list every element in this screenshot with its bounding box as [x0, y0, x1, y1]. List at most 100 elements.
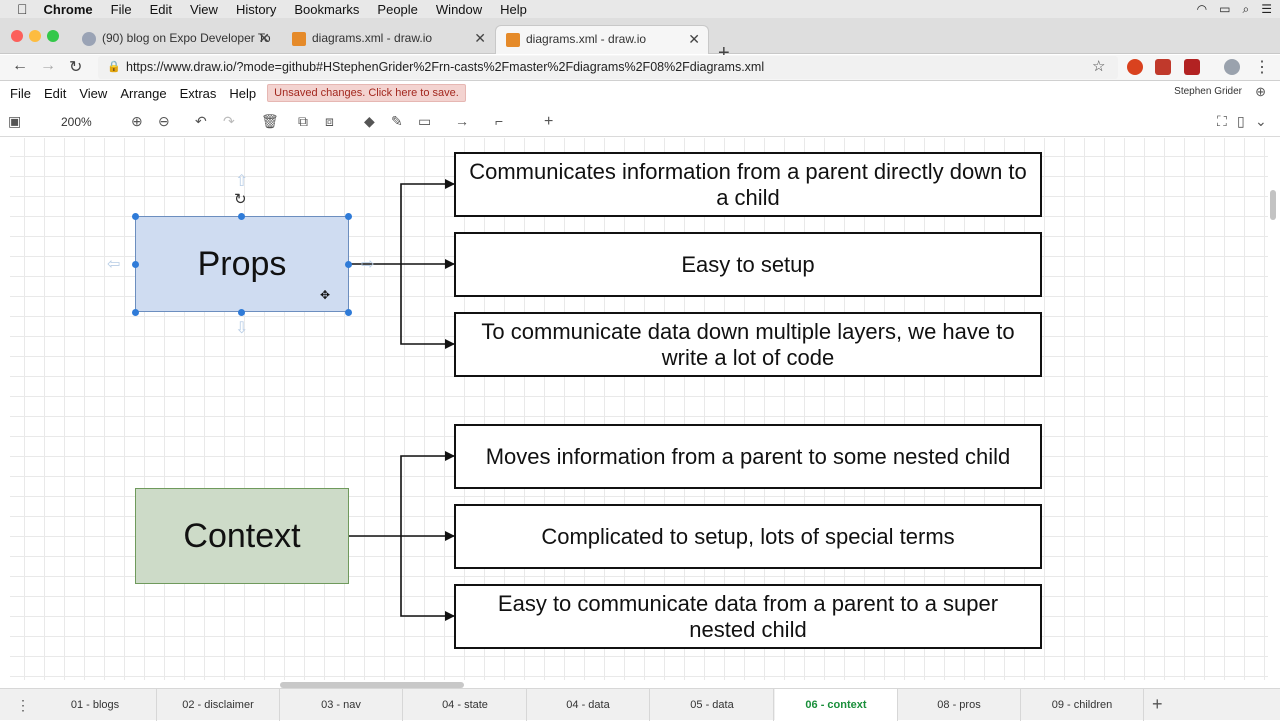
page-tab-03-nav[interactable]: 03 - nav — [280, 689, 403, 721]
language-globe-icon[interactable]: ⊕ — [1255, 84, 1266, 99]
page-tab-04-state[interactable]: 04 - state — [404, 689, 527, 721]
list-icon[interactable]: ☰ — [1261, 2, 1272, 16]
page-tab-06-context[interactable]: 06 - context — [775, 689, 898, 721]
apple-icon[interactable]:  — [17, 1, 28, 17]
to-back-icon[interactable]: ⧈ — [325, 113, 334, 129]
page-tab-09-children[interactable]: 09 - children — [1021, 689, 1144, 721]
extension-icon[interactable] — [1155, 59, 1171, 75]
os-app-name[interactable]: Chrome — [33, 1, 93, 17]
extension-icon[interactable] — [1127, 59, 1143, 75]
props-box-1[interactable]: Communicates information from a parent d… — [454, 152, 1042, 217]
redo-icon[interactable]: ↷ — [223, 113, 235, 129]
browser-tab-drawio-2[interactable]: diagrams.xml - draw.io ✕ — [495, 25, 709, 54]
browser-tab-drawio-1[interactable]: diagrams.xml - draw.io ✕ — [282, 25, 494, 54]
page-tab-02-disclaimer[interactable]: 02 - disclaimer — [157, 689, 280, 721]
os-menu-window[interactable]: Window — [425, 1, 482, 17]
extension-icon[interactable] — [1184, 59, 1200, 75]
menu-help[interactable]: Help — [229, 85, 257, 101]
back-icon[interactable]: ← — [12, 57, 28, 74]
resize-handle[interactable] — [345, 309, 352, 316]
zoom-out-icon[interactable]: ⊖ — [158, 113, 170, 129]
unsaved-changes-notice[interactable]: Unsaved changes. Click here to save. — [267, 84, 466, 102]
os-menu-file[interactable]: File — [100, 1, 132, 17]
resize-handle[interactable] — [132, 309, 139, 316]
resize-handle[interactable] — [238, 309, 245, 316]
os-menu-view[interactable]: View — [179, 1, 218, 17]
line-color-icon[interactable]: ✎ — [391, 113, 403, 129]
resize-handle[interactable] — [345, 213, 352, 220]
pages-menu-icon[interactable]: ⋮ — [16, 697, 30, 713]
connect-arrow-down-icon[interactable]: ⇩ — [235, 320, 249, 337]
page-tab-04-data[interactable]: 04 - data — [527, 689, 650, 721]
forward-icon[interactable]: → — [40, 57, 56, 74]
connect-arrow-left-icon[interactable]: ⇦ — [107, 256, 121, 273]
add-page-icon[interactable]: + — [1152, 694, 1163, 714]
wifi-icon[interactable]: ◠ — [1196, 2, 1208, 16]
menu-edit[interactable]: Edit — [43, 85, 67, 101]
zoom-in-icon[interactable]: ⊕ — [131, 113, 143, 129]
window-minimize-icon[interactable] — [29, 30, 41, 42]
close-tab-icon[interactable]: ✕ — [688, 31, 700, 47]
search-icon[interactable]: ⌕ — [1242, 1, 1250, 16]
connector-arrow[interactable] — [400, 536, 455, 621]
menu-arrange[interactable]: Arrange — [120, 85, 167, 101]
connection-icon[interactable]: → — [455, 113, 469, 129]
zoom-level[interactable]: 200% — [61, 115, 92, 129]
os-menu-help[interactable]: Help — [489, 1, 527, 17]
format-panel-icon[interactable]: ▣ — [8, 113, 22, 129]
resize-handle[interactable] — [238, 213, 245, 220]
page-tab-05-data[interactable]: 05 - data — [651, 689, 774, 721]
shadow-icon[interactable]: ▭ — [418, 113, 432, 129]
vertical-scrollbar[interactable] — [1270, 190, 1276, 220]
props-node[interactable]: Props — [135, 216, 349, 312]
props-box-2[interactable]: Easy to setup — [454, 232, 1042, 297]
reload-icon[interactable]: ↻ — [69, 59, 83, 76]
menu-file[interactable]: File — [10, 85, 31, 101]
window-zoom-icon[interactable] — [47, 30, 59, 42]
browser-menu-icon[interactable]: ⋮ — [1254, 59, 1270, 76]
connect-arrow-right-icon[interactable]: ⇨ — [361, 256, 375, 273]
to-front-icon[interactable]: ⧉ — [298, 113, 308, 129]
rotate-handle-icon[interactable]: ↻ — [234, 191, 247, 208]
os-menu-history[interactable]: History — [225, 1, 276, 17]
insert-icon[interactable]: + — [544, 113, 554, 130]
os-menu-bookmarks[interactable]: Bookmarks — [283, 1, 359, 17]
fullscreen-icon[interactable]: ⛶ — [1217, 113, 1227, 129]
new-tab-icon[interactable]: + — [718, 42, 730, 64]
connector-arrow[interactable] — [400, 179, 455, 264]
menu-extras[interactable]: Extras — [179, 85, 217, 101]
horizontal-scrollbar[interactable] — [280, 682, 464, 688]
window-close-icon[interactable] — [11, 30, 23, 42]
context-node[interactable]: Context — [135, 488, 349, 584]
os-menu-edit[interactable]: Edit — [139, 1, 172, 17]
page-tab-01-blogs[interactable]: 01 - blogs — [34, 689, 157, 721]
resize-handle[interactable] — [132, 261, 139, 268]
resize-handle[interactable] — [345, 261, 352, 268]
close-tab-icon[interactable]: ✕ — [474, 30, 486, 46]
context-box-3[interactable]: Easy to communicate data from a parent t… — [454, 584, 1042, 649]
profile-avatar[interactable] — [1224, 59, 1240, 75]
fill-color-icon[interactable]: ◆ — [364, 113, 375, 129]
delete-icon[interactable]: 🗑 — [261, 113, 279, 129]
diagram-canvas[interactable]: Props ↻ ⇧ ⇩ ⇦ ⇨ ✥ Context Communicates i… — [10, 138, 1268, 680]
context-box-1[interactable]: Moves information from a parent to some … — [454, 424, 1042, 489]
bookmark-star-icon[interactable]: ☆ — [1092, 58, 1106, 75]
browser-tab-blog[interactable]: (90) blog on Expo Developer To ✕ — [72, 25, 278, 54]
connect-arrow-up-icon[interactable]: ⇧ — [235, 173, 249, 190]
context-box-2[interactable]: Complicated to setup, lots of special te… — [454, 504, 1042, 569]
resize-handle[interactable] — [132, 213, 139, 220]
page-tab-08-pros[interactable]: 08 - pros — [898, 689, 1021, 721]
collapse-icon[interactable]: ⌄ — [1255, 113, 1267, 129]
close-tab-icon[interactable]: ✕ — [258, 30, 270, 46]
connector-arrow[interactable] — [400, 451, 455, 536]
undo-icon[interactable]: ↶ — [195, 113, 207, 129]
connector-arrow[interactable] — [400, 264, 455, 349]
url-field[interactable]: 🔒 https://www.draw.io/?mode=github#HStep… — [98, 56, 1118, 79]
battery-icon[interactable]: ▭ — [1219, 2, 1231, 16]
panel-toggle-icon[interactable]: ▯ — [1237, 113, 1245, 129]
waypoints-icon[interactable]: ⌐ — [495, 113, 504, 129]
user-name[interactable]: Stephen Grider — [1174, 86, 1242, 97]
os-menu-people[interactable]: People — [366, 1, 417, 17]
menu-view[interactable]: View — [79, 85, 108, 101]
props-box-3[interactable]: To communicate data down multiple layers… — [454, 312, 1042, 377]
